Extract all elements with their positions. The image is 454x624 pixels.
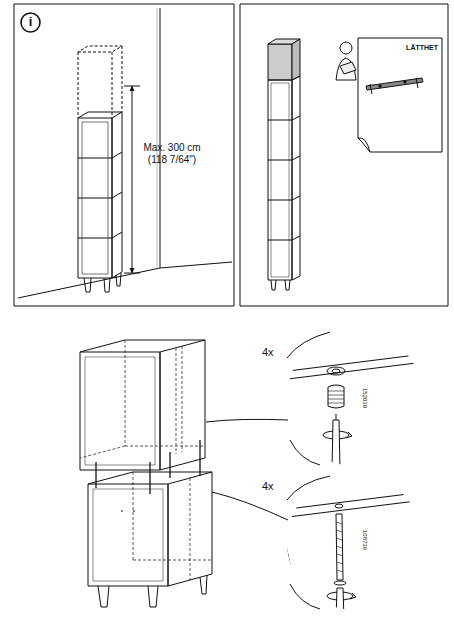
quantity-label: 4x <box>262 346 274 359</box>
wall-corner <box>18 8 232 298</box>
tall-unit <box>268 39 300 290</box>
part-number: 152039 <box>361 388 368 408</box>
dimension-line <box>124 86 140 273</box>
upper-cabinet <box>80 340 205 470</box>
panel-frame <box>14 4 234 306</box>
connector-screws <box>96 440 200 494</box>
leader-line <box>206 419 288 422</box>
dimension-label: Max. 300 cm (118 7/64") <box>140 142 204 165</box>
quantity-label: 4x <box>262 480 274 493</box>
instruction-booklet: LÄTTHET <box>358 38 442 152</box>
booklet-outline <box>358 38 442 152</box>
rail-drawing <box>366 78 423 94</box>
booklet-title: LÄTTHET <box>380 44 438 52</box>
shelf-unit <box>78 46 122 292</box>
detail-dowel <box>280 330 440 470</box>
info-icon: i <box>20 12 41 33</box>
person-icon <box>336 42 356 80</box>
lower-cabinet <box>88 472 212 607</box>
leader-line <box>212 492 288 520</box>
info-letter: i <box>29 15 33 30</box>
part-number: 108736 <box>361 530 368 550</box>
detail-screw <box>280 474 440 620</box>
panel-frame <box>240 4 448 306</box>
